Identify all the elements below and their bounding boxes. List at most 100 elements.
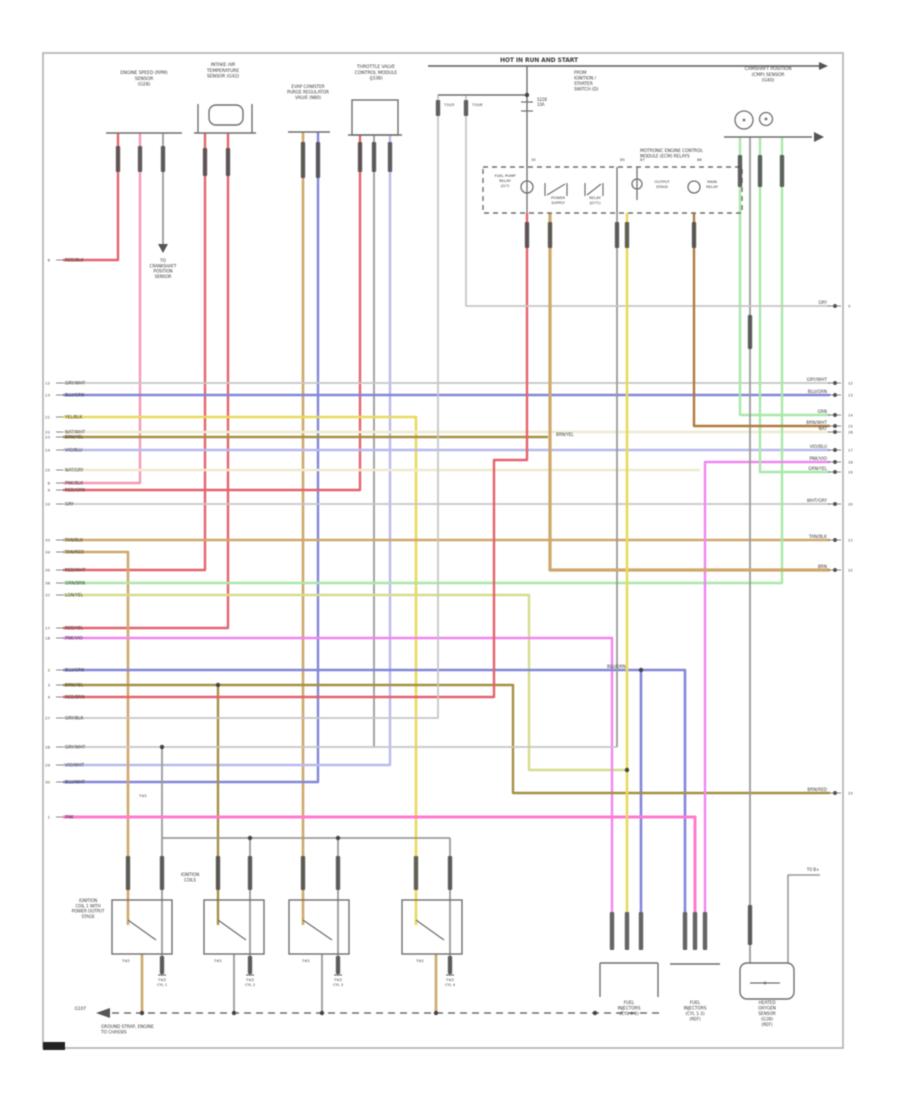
right-pin-dot — [833, 424, 837, 428]
cam-bar-arrow — [814, 132, 824, 142]
wire-color-label: BLU/GRN — [65, 393, 84, 399]
relay-red-path-wire — [63, 213, 529, 699]
coil3-box — [288, 899, 350, 955]
left-pin-number: 24 — [45, 448, 50, 453]
junction-dot — [335, 835, 341, 841]
terminal — [387, 142, 393, 172]
iat-red-1-wire — [63, 133, 207, 572]
wire-color-label: GRN — [817, 409, 827, 415]
wire-color-label: WHT/GRY — [807, 498, 828, 504]
inner-dot — [742, 118, 746, 122]
wire-color-label: GRY — [65, 502, 74, 508]
terminal — [335, 856, 341, 890]
left-pin-number: 1 — [48, 815, 51, 820]
left-pin-number: 17 — [45, 626, 50, 631]
coil1-box — [111, 899, 173, 955]
junction-dot — [524, 92, 530, 98]
wire-color-label: GRY/WHT — [65, 745, 86, 751]
wire-color-label: NAT — [819, 426, 828, 432]
blue-injector2-wire — [63, 668, 687, 912]
relay-panel-box — [482, 166, 743, 214]
crank-sensor-label: ENGINE SPEED (RPM)SENSOR(G28) — [120, 70, 168, 88]
right-pin-number: 15 — [848, 424, 853, 429]
olive-end-label: BRN/YEL — [556, 432, 574, 438]
terminal — [247, 956, 253, 974]
o2-sensor-box — [739, 962, 795, 1000]
relay-pin-30: 30 — [531, 157, 536, 162]
right-pin-number: 20 — [848, 502, 853, 507]
left-pin-number: 3 — [48, 683, 51, 688]
tan-trunk-coil1-wire — [63, 550, 130, 925]
terminal — [638, 912, 644, 950]
relay-pin-87: 87 — [640, 157, 645, 162]
right-pin-number: 18 — [848, 460, 853, 465]
terminal — [614, 222, 620, 248]
wire-color-label: GRY — [818, 300, 827, 306]
right-pin-dot — [833, 430, 837, 434]
coil1-drop-label: T4/1 — [121, 958, 131, 963]
right-pin-number: 19 — [848, 470, 853, 475]
right-pin-number: 17 — [848, 448, 853, 453]
crank-sensor-pink-wire — [63, 133, 142, 485]
terminal — [747, 905, 753, 945]
right-pin-dot — [833, 568, 837, 572]
left-pin-number: 13 — [45, 393, 50, 398]
junction-dot — [159, 744, 165, 750]
wire-color-label: TAN/RED — [64, 550, 85, 556]
relay-brown-wire — [692, 213, 830, 428]
coil3-drop-label: T4/1 — [301, 958, 311, 963]
yellow-trunk-coil4-wire — [63, 415, 418, 925]
wire-color-label: NAT/WHT — [65, 430, 85, 436]
wire-color-label: BLU/GRN — [808, 389, 827, 395]
green-cam-row-wire — [63, 137, 784, 585]
junction-dot — [624, 767, 630, 773]
terminal — [702, 912, 708, 950]
terminal — [547, 222, 553, 248]
right-pin-dot — [833, 393, 837, 397]
wire-color-label: BRN/YEL — [65, 683, 84, 689]
left-pin-number: 29 — [45, 763, 50, 768]
cam-green-2-wire — [758, 137, 830, 474]
terminal — [609, 912, 615, 950]
gray-trunk-b-wire — [465, 95, 830, 307]
wire-color-label: VIO/BLU — [810, 444, 827, 450]
junction-dot — [247, 835, 253, 841]
gray-trunk-a-wire — [63, 95, 439, 719]
right-pin-number: 14 — [848, 413, 853, 418]
wire-color-label: VIO/BLU — [65, 448, 82, 454]
left-pin-number: 35 — [45, 568, 50, 573]
olive-path-wire — [63, 683, 830, 795]
coil2-drop-label: T4/1 — [213, 958, 223, 963]
page-border — [42, 52, 844, 1049]
cam-sensor-label: CAMSHAFT POSITION(CMP) SENSOR(G40) — [745, 66, 792, 84]
right-pin-number: 5 — [848, 304, 851, 309]
iat-red-2-wire — [63, 133, 230, 630]
right-pin-dot — [833, 470, 837, 474]
terminal — [682, 912, 688, 950]
wire-color-label: PNK/VIO — [65, 636, 83, 642]
right-pin-dot — [833, 538, 837, 542]
wire-color-label: GRN/YEL — [808, 466, 827, 472]
junction-dot — [215, 682, 221, 688]
left-pin-number: 21 — [45, 415, 50, 420]
wire-color-label: PNK/VIO — [809, 456, 827, 462]
terminal — [215, 856, 221, 890]
left-pin-number: 2 — [48, 668, 51, 673]
magenta-injector1-wire — [63, 636, 614, 912]
purge-blue-wire — [63, 132, 320, 784]
ground-bus-arrow — [96, 1008, 110, 1018]
right-pin-dot — [833, 791, 837, 795]
wire-color-label: LGN/YEL — [65, 593, 84, 599]
magenta-right-wire — [703, 460, 830, 912]
left-pin-number: 6 — [48, 258, 51, 263]
